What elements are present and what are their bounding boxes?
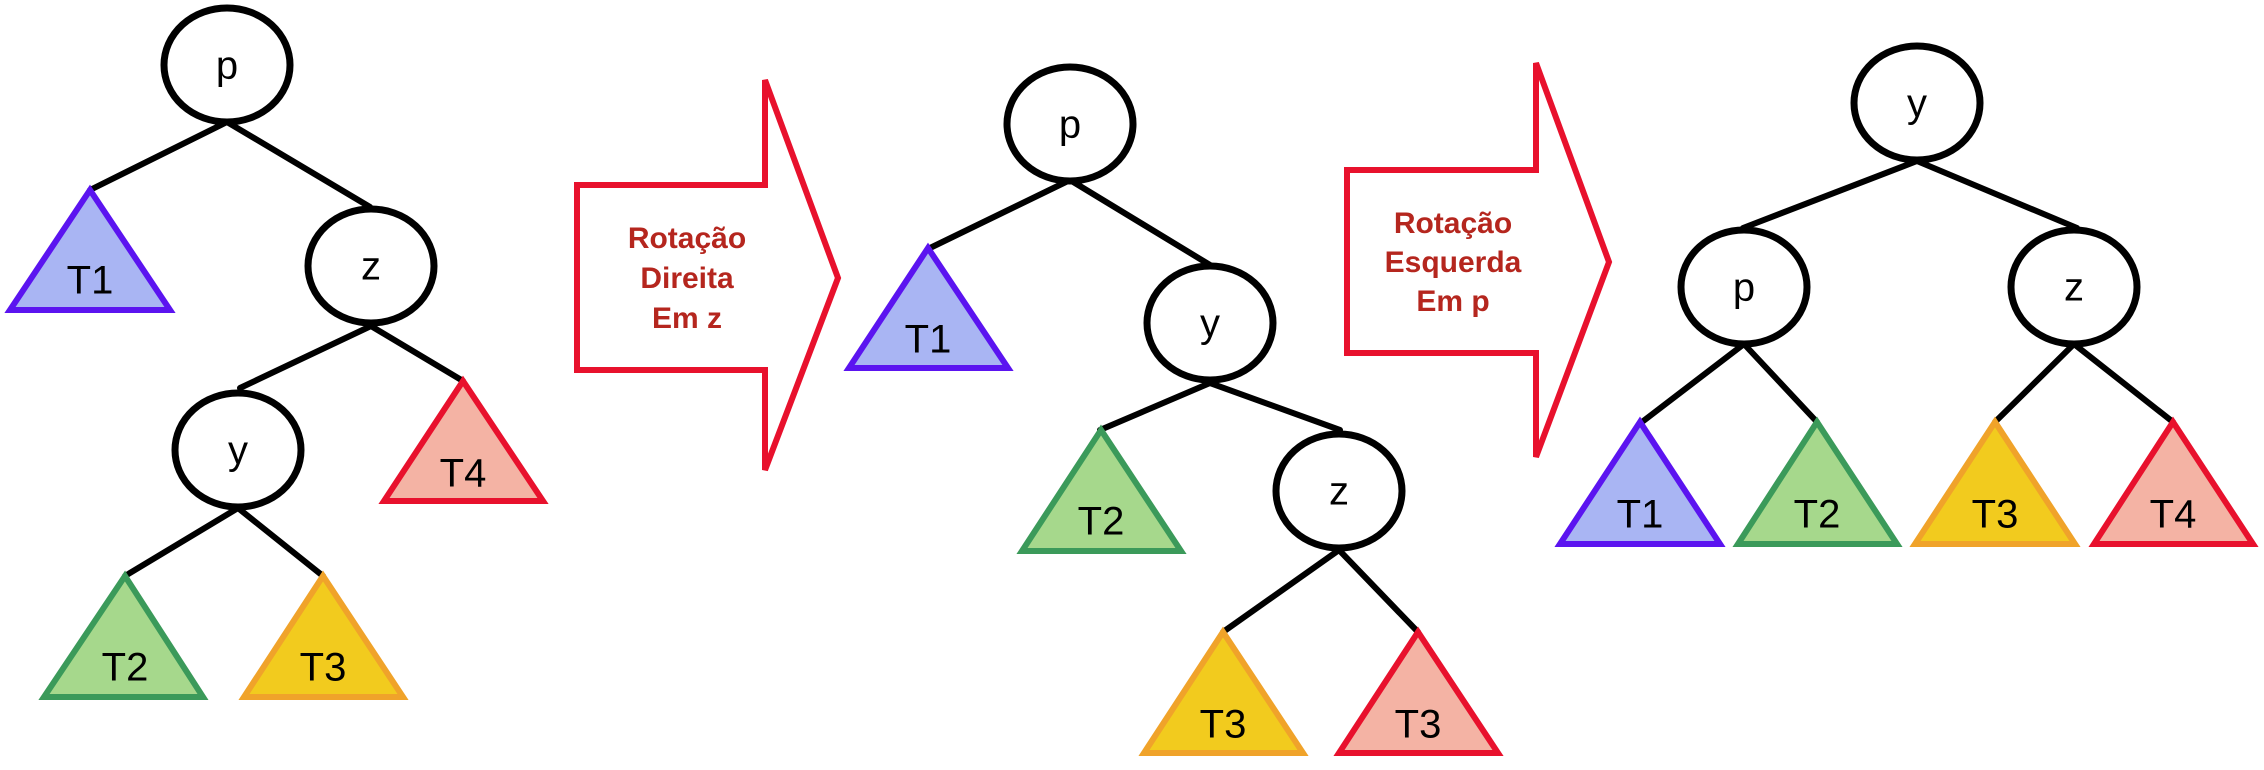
subtree-label: T3	[1972, 493, 2019, 537]
subtree-triangle	[38, 570, 209, 700]
subtree-label: T4	[440, 452, 487, 496]
tree-node	[171, 389, 305, 511]
arrow-label-line: Rotação	[1394, 207, 1512, 240]
tree-node	[1677, 226, 1811, 348]
edge	[368, 323, 466, 384]
tree-node	[1003, 63, 1137, 185]
subtree-triangle	[2088, 416, 2259, 547]
subtree-triangle	[1554, 416, 1726, 547]
arrow-label-line: Em p	[1416, 285, 1489, 318]
node-label: z	[361, 245, 381, 289]
edge	[1741, 341, 1820, 425]
edge	[235, 505, 326, 579]
node-label: y	[1200, 302, 1220, 346]
subtree-triangle	[1138, 626, 1309, 756]
tree-before-rotation: T1 T4 T2 T3 p z y	[4, 4, 549, 700]
subtree-label: T2	[1078, 500, 1125, 544]
tree-after-right-rotation: T1 T2 T3 T3 p y z	[843, 63, 1504, 756]
node-label: p	[216, 44, 238, 88]
arrow-shape	[1344, 61, 1613, 459]
subtree-label: T4	[2150, 493, 2197, 537]
subtree-label: T3	[300, 646, 347, 690]
subtree-triangle	[4, 184, 176, 313]
arrow-shape	[574, 78, 842, 472]
tree-node	[1850, 42, 1984, 164]
subtree-label: T2	[102, 646, 149, 690]
subtree-label: T1	[905, 318, 952, 362]
node-label: y	[228, 429, 248, 473]
subtree-label: T3	[1200, 703, 1247, 747]
subtree-triangle	[378, 375, 549, 504]
edge	[122, 505, 241, 579]
edge	[1740, 158, 1920, 231]
edge	[224, 119, 373, 210]
subtree-label: T3	[1395, 703, 1442, 747]
arrow-label-line: Direita	[640, 262, 734, 295]
subtree-triangle	[1333, 626, 1504, 756]
edge	[87, 119, 230, 193]
node-label: z	[2064, 266, 2084, 310]
node-label: y	[1907, 82, 1927, 126]
edge	[1207, 380, 1343, 433]
edge	[1992, 341, 2077, 425]
edge	[927, 177, 1073, 251]
edge	[1639, 341, 1747, 425]
arrow-label-line: Rotação	[628, 222, 746, 255]
subtree-triangle	[843, 242, 1014, 371]
edge	[1336, 547, 1421, 635]
edge	[1220, 547, 1342, 635]
edge	[1914, 158, 2080, 231]
node-label: p	[1059, 103, 1081, 147]
subtree-label: T2	[1794, 493, 1841, 537]
subtree-label: T1	[67, 259, 114, 303]
subtree-triangle	[1909, 416, 2081, 547]
arrow-label-line: Esquerda	[1385, 246, 1522, 279]
tree-node	[1143, 262, 1277, 384]
tree-after-left-rotation: T1 T2 T3 T4 y p z	[1554, 42, 2259, 547]
subtree-label: T1	[1617, 493, 1664, 537]
tree-node	[1272, 430, 1406, 552]
subtree-triangle	[1732, 416, 1903, 547]
tree-node	[2007, 226, 2141, 348]
left-rotation-arrow: Rotação Esquerda Em p	[1344, 61, 1613, 459]
tree-node	[304, 205, 438, 327]
arrow-label-line: Em z	[652, 302, 722, 335]
edge	[2071, 341, 2176, 425]
node-label: p	[1733, 266, 1755, 310]
right-rotation-arrow: Rotação Direita Em z	[574, 78, 842, 472]
subtree-triangle	[238, 570, 409, 700]
node-label: z	[1329, 470, 1349, 514]
edge	[237, 323, 374, 391]
edge	[1067, 177, 1213, 268]
edge	[1097, 380, 1213, 433]
tree-node	[160, 4, 294, 126]
subtree-triangle	[1016, 424, 1187, 554]
